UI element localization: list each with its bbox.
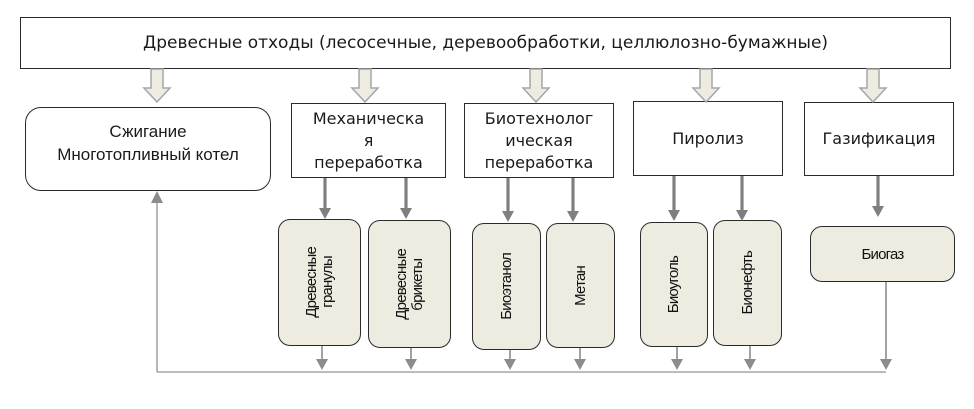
method-burning-line-1: Сжигание [109,122,187,141]
arrowhead-to-burning [151,191,163,203]
arrowhead-pellets-bus [316,359,328,370]
method-biotech: Биотехнолог ическая переработка [464,103,614,178]
source-label: Древесные отходы (лесосечные, деревообра… [142,33,829,53]
product-methane: Метан [546,223,615,348]
product-biogas-label: Биогаз [861,245,905,263]
method-gasification-label: Газификация [822,129,936,148]
hollow-arrow-to-pyrolysis [691,68,721,104]
arrowhead-bio-oil-bus [744,359,756,370]
method-burning-line-2: Многотопливный котел [57,145,239,164]
hollow-arrow-to-biotech [521,68,551,104]
product-bio-oil-label: Бионефть [738,251,756,315]
product-wood-briquettes-label: Древесные брикеты [392,248,426,320]
hollow-arrow-to-mechanical [350,68,380,104]
product-bioethanol: Биоэтанол [472,223,541,350]
arrowhead-biochar [668,210,680,221]
product-bioethanol-label: Биоэтанол [497,253,515,320]
arrowhead-briquettes [400,208,412,219]
product-bio-oil: Бионефть [713,220,782,346]
method-mechanical-line-1: Механическа [312,108,425,128]
method-biotech-line-2: ическая [505,130,573,150]
product-wood-pellets: Древесные гранулы [278,219,361,346]
method-biotech-line-3: переработка [484,152,594,172]
method-mechanical: Механическа я переработка [291,103,446,178]
method-burning: Сжигание Многотопливный котел [25,107,271,191]
arrowhead-bioethanol [502,211,514,222]
method-pyrolysis: Пиролиз [633,101,783,176]
method-pyrolysis-label: Пиролиз [672,128,744,148]
method-mechanical-line-3: переработка [314,152,423,172]
arrowhead-pellets [319,208,331,219]
product-biochar-label: Биоуголь [665,255,682,314]
arrowhead-biochar-bus [671,359,683,370]
source-waste-box: Древесные отходы (лесосечные, деревообра… [20,17,951,69]
method-mechanical-line-2: я [363,130,374,150]
arrowhead-biogas-bus [880,359,892,370]
arrowhead-methane [567,211,579,222]
hollow-arrow-to-gasification [858,68,888,104]
product-methane-label: Метан [571,265,589,306]
arrowhead-methane-bus [574,359,586,370]
product-wood-pellets-label: Древесные гранулы [302,247,336,318]
arrowhead-biogas [872,206,884,217]
arrowhead-bioethanol-bus [504,359,516,370]
method-biotech-line-1: Биотехнолог [484,108,594,128]
product-biochar: Биоуголь [640,222,708,347]
hollow-arrow-to-burning [142,68,172,104]
product-biogas: Биогаз [810,226,955,282]
method-gasification: Газификация [804,102,954,176]
product-wood-briquettes: Древесные брикеты [368,220,451,348]
arrowhead-briquettes-bus [405,359,417,370]
